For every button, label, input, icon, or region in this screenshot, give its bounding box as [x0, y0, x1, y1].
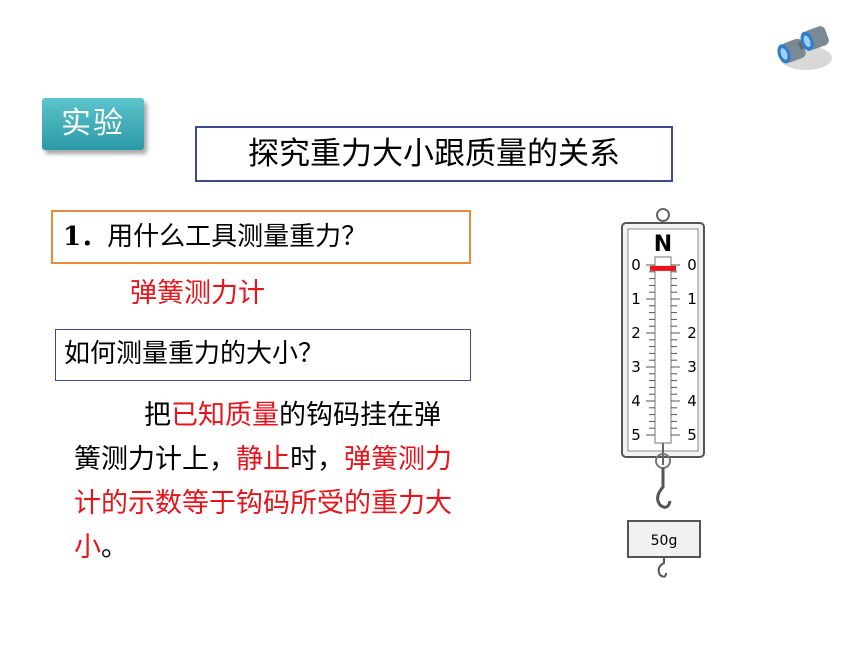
question-1-number: 1． — [63, 222, 108, 252]
weight-block — [627, 520, 701, 558]
scale-top-ring — [656, 208, 670, 222]
answer-1: 弹簧测力计 — [130, 278, 265, 309]
question-1-box: 1．用什么工具测量重力？ — [51, 210, 471, 264]
question-2-box: 如何测量重力的大小？ — [55, 329, 471, 381]
scale-hook — [656, 468, 672, 509]
scale-pointer — [650, 265, 676, 271]
scale-label-right: 4 — [687, 392, 697, 410]
para-text: 在弹簧测力计上， — [74, 400, 441, 475]
binoculars-icon — [777, 26, 832, 70]
para-highlight: 已知质量 — [171, 400, 279, 431]
scale-label-right: 3 — [687, 358, 697, 376]
scale-label-left: 3 — [631, 358, 641, 376]
explanation-paragraph: 把已知质量的钩码挂在弹簧测力计上，静止时，弹簧测力计的示数等于钩码所受的重力大小… — [74, 394, 466, 570]
para-text: 时， — [290, 444, 344, 475]
question-1-text: 用什么工具测量重力？ — [107, 222, 368, 252]
scale-label-left: 2 — [631, 324, 641, 342]
experiment-badge: 实验 — [42, 98, 144, 150]
scale-label-left: 0 — [631, 256, 641, 274]
scale-label-right: 5 — [687, 426, 697, 444]
scale-label-right: 1 — [687, 290, 697, 308]
scale-label-right: 2 — [687, 324, 697, 342]
para-text: 的钩码挂 — [279, 400, 387, 431]
scale-label-right: 0 — [687, 256, 697, 274]
scale-unit: N — [654, 232, 672, 257]
para-highlight: 静止 — [236, 444, 290, 475]
para-text: 把 — [144, 400, 171, 431]
weight-label: 50g — [651, 533, 678, 549]
scale-tube — [654, 256, 672, 444]
page-title: 探究重力大小跟质量的关系 — [195, 126, 673, 182]
para-highlight: 弹簧测力计的示数等于钩码所受的重力大小 — [74, 444, 452, 563]
scale-label-left: 4 — [631, 392, 641, 410]
spring-scale-image: N 0 1 2 3 4 5 0 1 2 3 4 5 50g — [621, 208, 705, 578]
para-text: 。 — [101, 532, 128, 563]
scale-label-left: 1 — [631, 290, 641, 308]
scale-label-left: 5 — [631, 426, 641, 444]
